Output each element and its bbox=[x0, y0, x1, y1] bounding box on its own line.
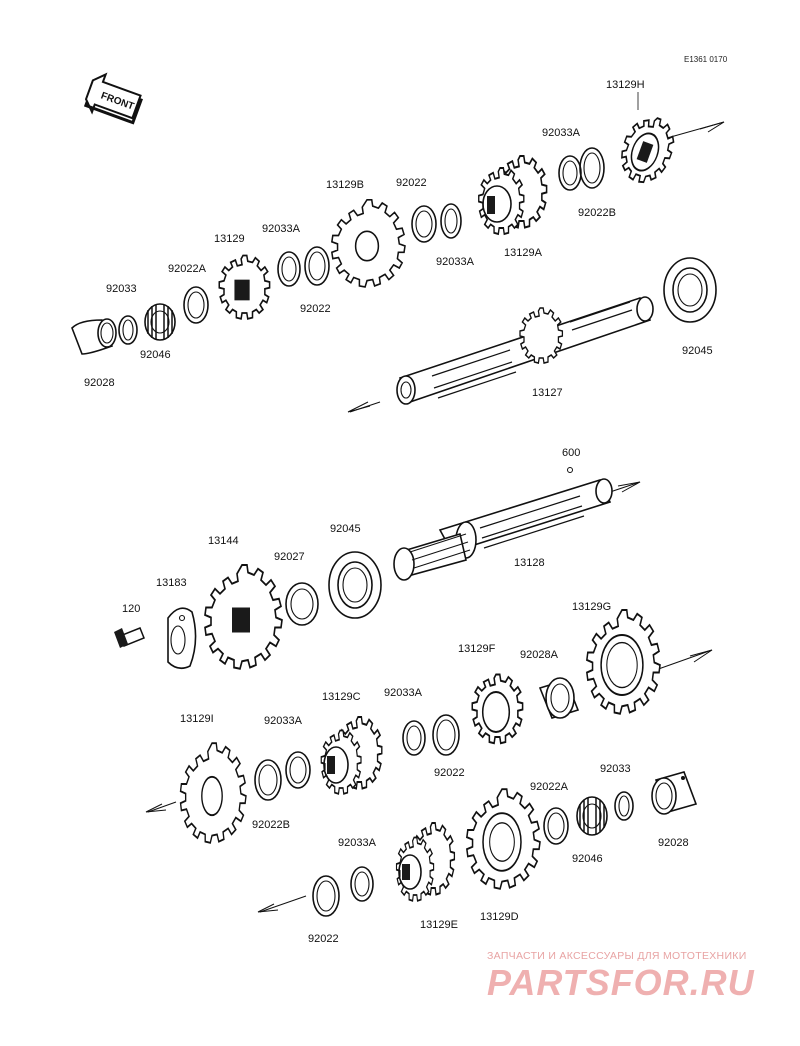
circlip-92033A-bottom bbox=[350, 866, 374, 902]
label-92022-bottom: 92022 bbox=[308, 933, 339, 945]
label-92033A-bottom: 92033A bbox=[338, 837, 377, 849]
label-13129A: 13129A bbox=[504, 247, 543, 259]
circlip-92033-bottom bbox=[614, 791, 634, 821]
label-92022B-top: 92022B bbox=[578, 207, 616, 219]
label-92022A-bottom: 92022A bbox=[530, 781, 569, 793]
label-13129H: 13129H bbox=[606, 79, 645, 91]
gear-13129I bbox=[179, 742, 247, 844]
label-13129I: 13129I bbox=[180, 713, 214, 725]
gear-13129D bbox=[465, 788, 541, 890]
washer-92022B-lower bbox=[254, 759, 282, 801]
label-13129E: 13129E bbox=[420, 919, 458, 931]
gear-13129G bbox=[585, 609, 661, 715]
gear-13129 bbox=[218, 254, 271, 320]
label-92027: 92027 bbox=[274, 551, 305, 563]
label-92033A-lower: 92033A bbox=[384, 687, 423, 699]
label-92028A: 92028A bbox=[520, 649, 559, 661]
marker-600 bbox=[567, 467, 573, 473]
label-92046-top: 92046 bbox=[140, 349, 171, 361]
label-92045-top: 92045 bbox=[682, 345, 713, 357]
label-13129B: 13129B bbox=[326, 179, 364, 191]
circlip-92033A-top3 bbox=[277, 251, 301, 287]
gear-13129F bbox=[471, 673, 524, 745]
bearing-92045-middle bbox=[328, 551, 382, 619]
bolt-120 bbox=[114, 627, 145, 648]
label-92022-top2: 92022 bbox=[300, 303, 331, 315]
label-92046-bottom: 92046 bbox=[572, 853, 603, 865]
washer-92022A-top bbox=[183, 286, 209, 324]
circlip-92033-top bbox=[118, 315, 138, 345]
bushing-92028A bbox=[538, 677, 580, 719]
bearing-92045-top bbox=[663, 257, 717, 323]
axis-line-lower bbox=[145, 649, 713, 913]
circlip-92033A-top bbox=[558, 155, 582, 191]
gear-13129E bbox=[395, 821, 456, 902]
label-13129D: 13129D bbox=[480, 911, 519, 923]
washer-92022-bottom bbox=[312, 875, 340, 917]
watermark-logo: PARTSFOR.RU bbox=[487, 962, 755, 1003]
front-arrow-icon: FRONT bbox=[83, 72, 143, 125]
label-92045-middle: 92045 bbox=[330, 523, 361, 535]
gear-13129H bbox=[612, 109, 682, 190]
gear-13129B bbox=[331, 198, 406, 288]
label-92033A-top3: 92033A bbox=[262, 223, 301, 235]
washer-92022A-bottom bbox=[543, 807, 569, 845]
label-120: 120 bbox=[122, 603, 140, 615]
label-92028-bottom: 92028 bbox=[658, 837, 689, 849]
needle-bearing-92046-top bbox=[144, 303, 176, 341]
collar-92028-bottom bbox=[651, 771, 698, 815]
label-13129: 13129 bbox=[214, 233, 245, 245]
label-92033A-top: 92033A bbox=[542, 127, 581, 139]
label-92022-lower: 92022 bbox=[434, 767, 465, 779]
washer-92022-top bbox=[411, 205, 437, 243]
needle-bearing-92046-bottom bbox=[576, 796, 608, 836]
watermark-tagline: ЗАПЧАСТИ И АКСЕССУАРЫ ДЛЯ МОТОТЕХНИКИ bbox=[487, 950, 747, 962]
label-600: 600 bbox=[562, 447, 580, 459]
label-92022B-lower: 92022B bbox=[252, 819, 290, 831]
washer-92022B-top bbox=[579, 147, 605, 189]
label-92033A-top2: 92033A bbox=[436, 256, 475, 268]
label-92022-top: 92022 bbox=[396, 177, 427, 189]
circlip-92033A-top2 bbox=[440, 203, 462, 239]
washer-92022-top2 bbox=[304, 246, 330, 286]
label-13129F: 13129F bbox=[458, 643, 496, 655]
output-shaft-13127 bbox=[396, 296, 654, 405]
label-92033-top: 92033 bbox=[106, 283, 137, 295]
axis-line-top bbox=[347, 121, 725, 413]
lockplate-13183 bbox=[167, 607, 197, 670]
label-92028-top: 92028 bbox=[84, 377, 115, 389]
washer-92022-lower bbox=[432, 714, 460, 756]
label-13183: 13183 bbox=[156, 577, 187, 589]
gear-13129A bbox=[477, 154, 548, 235]
sprocket-13144 bbox=[204, 564, 283, 670]
diagram-reference: E1361 0170 bbox=[684, 55, 728, 64]
collar-92027 bbox=[285, 582, 319, 626]
label-13128: 13128 bbox=[514, 557, 545, 569]
circlip-92033A-lower2 bbox=[285, 751, 311, 789]
label-13129C: 13129C bbox=[322, 691, 361, 703]
drive-shaft-13128 bbox=[393, 478, 613, 581]
gear-13129C bbox=[320, 715, 383, 795]
circlip-92033A-lower bbox=[402, 720, 426, 756]
label-13127: 13127 bbox=[532, 387, 563, 399]
label-13129G: 13129G bbox=[572, 601, 611, 613]
collar-92028-top bbox=[71, 318, 117, 355]
label-92022A-top: 92022A bbox=[168, 263, 207, 275]
label-92033A-lower2: 92033A bbox=[264, 715, 303, 727]
label-13144: 13144 bbox=[208, 535, 239, 547]
axis-line-mid bbox=[609, 481, 641, 493]
label-92033-bottom: 92033 bbox=[600, 763, 631, 775]
